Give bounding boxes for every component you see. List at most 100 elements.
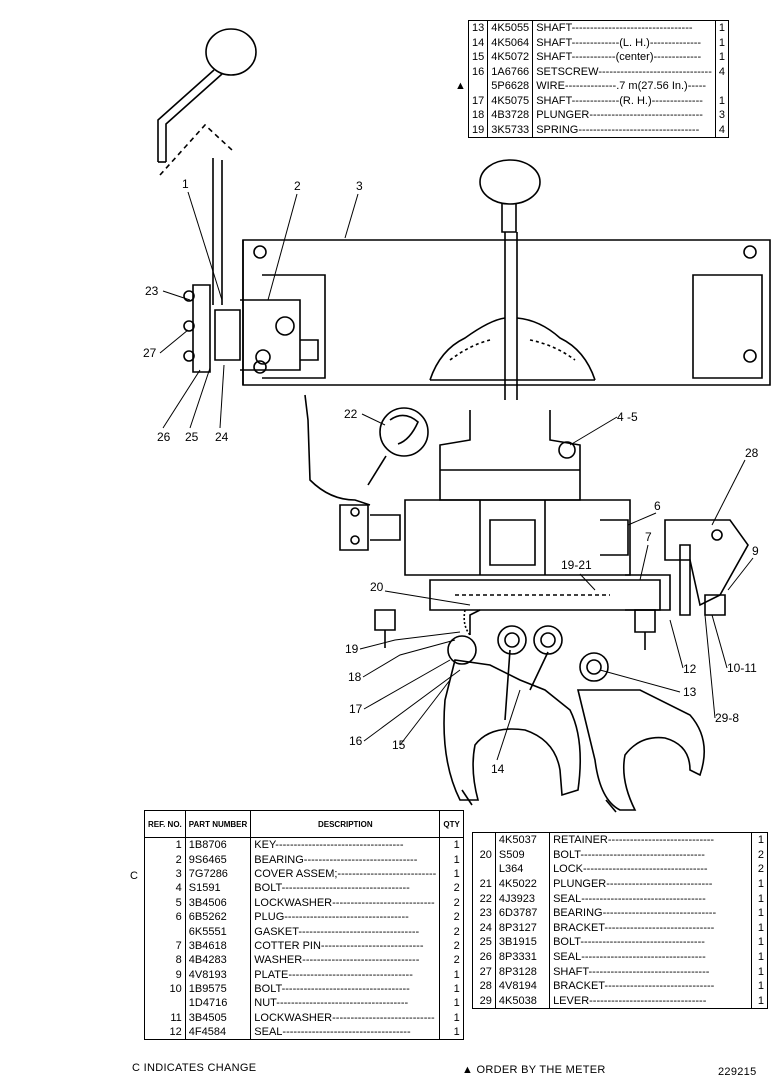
cell-part: 3B4618 xyxy=(185,938,252,954)
cell-ref: 4 xyxy=(144,881,186,896)
cell-qty: 1 xyxy=(453,968,460,981)
cell-part: 5P6628 xyxy=(487,79,534,94)
rubber-boot xyxy=(429,317,596,381)
cell-qty: 1 xyxy=(718,22,726,35)
leader-lines xyxy=(159,191,754,761)
cell-desc: BRACKET------------------------------ xyxy=(549,920,753,936)
cell-qty: 2 xyxy=(453,896,460,909)
cell-part: 4K5037 xyxy=(495,832,551,848)
cell-desc: BOLT---------------------------------- xyxy=(549,847,753,863)
cell-part: 4J3923 xyxy=(495,891,551,906)
cell-desc: RETAINER----------------------------- xyxy=(549,832,753,848)
cell-qty: 2 xyxy=(453,954,460,967)
cell-ref: 19 xyxy=(468,122,489,138)
cell-desc: SHAFT------------(center)------------- xyxy=(532,50,716,65)
cell-ref: 25 xyxy=(472,935,496,950)
cell-ref xyxy=(144,996,186,1011)
cell-desc: KEY----------------------------------- xyxy=(250,837,441,853)
cell-part: S1591 xyxy=(185,881,252,896)
callout-22: 22 xyxy=(344,407,358,421)
cell-desc: BEARING------------------------------- xyxy=(250,852,441,867)
cell-ref: 3 xyxy=(144,866,186,882)
callout-18: 18 xyxy=(348,670,362,684)
cell-qty: 1 xyxy=(757,951,764,964)
callout-17: 17 xyxy=(349,702,363,716)
cell-desc: SHAFT-------------(L. H.)-------------- xyxy=(532,35,716,50)
cell-desc: LOCKWASHER---------------------------- xyxy=(250,1010,441,1026)
shift-forks xyxy=(443,649,706,813)
cell-desc: LOCKWASHER---------------------------- xyxy=(250,895,441,910)
callout-19-21: 19-21 xyxy=(561,558,592,572)
cell-qty: 2 xyxy=(757,848,764,861)
cell-part: 9S6465 xyxy=(185,852,252,867)
callout-3: 3 xyxy=(356,179,363,193)
cell-desc: PLUNGER----------------------------- xyxy=(549,876,753,892)
cell-part: 3K5733 xyxy=(487,122,534,138)
left-shift-lever xyxy=(157,28,257,305)
cell-desc: SHAFT--------------------------------- xyxy=(532,20,716,36)
cell-ref: 10 xyxy=(144,981,186,997)
cell-part: L364 xyxy=(495,862,551,877)
cell-part: 4V8193 xyxy=(185,967,252,982)
cell-desc: SEAL---------------------------------- xyxy=(549,891,753,906)
cell-desc: SHAFT--------------------------------- xyxy=(549,964,753,979)
callout-24: 24 xyxy=(215,430,229,444)
cell-part: 4B4283 xyxy=(185,953,252,968)
cell-part: 1D4716 xyxy=(185,996,252,1011)
cell-desc: LEVER-------------------------------- xyxy=(549,993,753,1009)
callout-labels: 1 2 3 4 -5 6 7 28 9 23 27 26 25 24 22 20… xyxy=(143,177,759,776)
cell-desc: WIRE--------------.7 m(27.56 In.)----- xyxy=(532,79,716,94)
cell-ref: 28 xyxy=(472,978,496,994)
cell-desc: SETSCREW------------------------------- xyxy=(532,64,716,79)
cell-ref: 11 xyxy=(144,1010,186,1026)
cell-ref: 7 xyxy=(144,938,186,954)
cell-qty: 1 xyxy=(757,994,764,1007)
callout-16: 16 xyxy=(349,734,363,748)
cell-ref: 9 xyxy=(144,967,186,982)
cell-part: 4K5064 xyxy=(487,35,534,50)
change-note: C INDICATES CHANGE xyxy=(132,1062,257,1074)
cell-part: 8P3331 xyxy=(495,949,551,965)
cell-part: 4K5022 xyxy=(495,876,551,892)
cell-qty: 2 xyxy=(757,863,764,876)
cell-ref: 8 xyxy=(144,953,186,968)
cell-part: 1B8706 xyxy=(185,837,252,853)
cell-ref: 2 xyxy=(144,852,186,867)
cell-part: 6B5262 xyxy=(185,909,252,925)
center-shift-lever xyxy=(479,159,541,400)
cell-part: 4K5075 xyxy=(487,93,534,108)
cell-desc: SEAL---------------------------------- xyxy=(549,949,753,965)
cell-desc: BOLT----------------------------------- xyxy=(250,981,441,997)
cell-desc: NUT------------------------------------ xyxy=(250,996,441,1011)
cell-ref: 26 xyxy=(472,949,496,965)
cell-qty: 1 xyxy=(453,867,460,880)
callout-25: 25 xyxy=(185,430,199,444)
cell-desc: BEARING------------------------------- xyxy=(549,905,753,921)
callout-12: 12 xyxy=(683,662,697,676)
cell-part: 7G7286 xyxy=(185,866,252,882)
cell-part: 4B3728 xyxy=(487,108,534,123)
table-header-row: REF. NO. PART NUMBER DESCRIPTION QTY xyxy=(144,810,464,838)
callout-9: 9 xyxy=(752,544,759,558)
cover-plate xyxy=(242,239,771,386)
cell-qty: 4 xyxy=(718,123,726,136)
cell-desc: BOLT---------------------------------- xyxy=(549,935,753,950)
cell-part: 3B1915 xyxy=(495,935,551,950)
cell-part: 6K5551 xyxy=(185,924,252,939)
cell-qty: 1 xyxy=(453,1026,460,1039)
callout-10-11: 10-11 xyxy=(727,661,757,675)
